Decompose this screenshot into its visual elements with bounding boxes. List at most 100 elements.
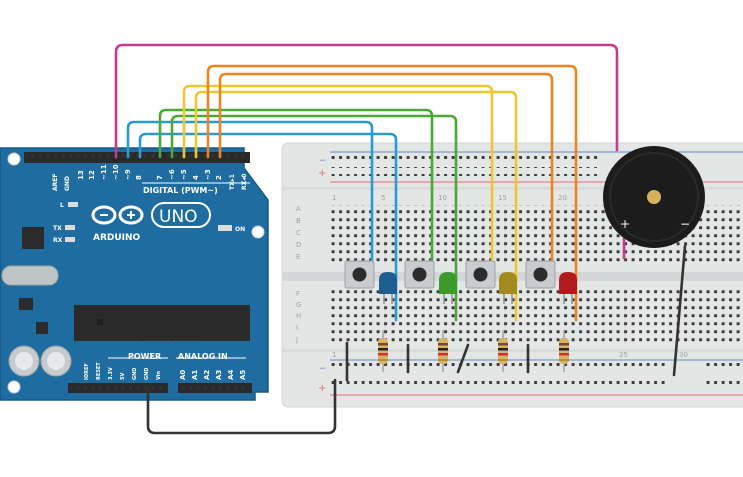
pin-label-4: 4 <box>192 175 200 180</box>
led-yellow[interactable] <box>499 272 517 304</box>
led-green[interactable] <box>439 272 457 304</box>
bottom-rail-plus-sign: + <box>318 383 326 394</box>
pin-label-9: ~9 <box>124 169 132 180</box>
pin-label-12: 12 <box>88 170 96 180</box>
wire-orange-pin3[interactable] <box>206 64 578 322</box>
pin-label-gnd-1: GND <box>132 368 138 380</box>
led-label-on: ON <box>235 226 245 233</box>
push-button-4[interactable] <box>525 260 556 289</box>
row-label-b: B <box>296 217 301 225</box>
push-button-1[interactable] <box>344 260 375 289</box>
atmega-notch <box>97 319 103 325</box>
pin-label-a2: A2 <box>203 370 211 380</box>
led-label-rx: RX <box>53 237 63 244</box>
power-label: POWER <box>128 352 161 361</box>
wire-black-buzzer-gnd[interactable] <box>672 244 687 377</box>
pin-label-a4: A4 <box>227 370 235 380</box>
digital-header-holes <box>26 154 248 161</box>
resistor-1[interactable] <box>378 330 388 372</box>
arduino-logo <box>91 205 144 225</box>
pin-label-3v3: 3.3V <box>108 367 114 380</box>
leds <box>379 272 577 304</box>
analog-label: ANALOG IN <box>178 352 228 361</box>
wire-green-pin7[interactable] <box>158 108 434 264</box>
resistor-2[interactable] <box>438 330 448 372</box>
push-button-3[interactable] <box>465 260 496 289</box>
pin-label-2: 2 <box>215 175 223 180</box>
row-label-i: I <box>296 324 298 332</box>
arduino-brand-label: ARDUINO <box>93 233 141 243</box>
atmega-pins-top <box>78 303 246 306</box>
led-on <box>218 225 232 231</box>
pin-label-vin: Vin <box>156 371 162 380</box>
pin-label-10: ~10 <box>112 164 120 180</box>
wire-blue-pin9[interactable] <box>126 120 374 264</box>
pin-label-5: ~5 <box>180 169 188 180</box>
pin-label-reset: RESET <box>96 362 102 380</box>
resistor-3[interactable] <box>498 330 508 372</box>
pin-label-a3: A3 <box>215 370 223 380</box>
power-header-holes <box>70 385 166 391</box>
uno-badge <box>151 202 211 228</box>
crystal <box>1 265 59 286</box>
wire-green-pin6[interactable] <box>170 114 458 322</box>
bottom-rail-minus-holes-3 <box>705 363 743 372</box>
bottom-rail-minus-holes-2 <box>620 363 666 372</box>
top-rail-plus-holes <box>330 167 600 176</box>
capacitor-1 <box>8 345 40 377</box>
push-button-2[interactable] <box>404 260 435 289</box>
atmega-chip <box>74 305 250 341</box>
led-blue[interactable] <box>379 272 397 304</box>
row-label-e: E <box>296 253 300 261</box>
column-number-bottom-25: 25 <box>619 351 628 359</box>
pin-label-7: 7 <box>156 175 164 180</box>
wire-black-gnd[interactable] <box>146 378 337 435</box>
pin-label-aref: AREF <box>52 174 59 191</box>
pin-label-11: ~11 <box>100 164 108 180</box>
column-numbers: 1 5 10 15 20 1 25 30 <box>332 194 688 359</box>
pin-label-8: 8 <box>135 175 143 180</box>
arduino-uno-board[interactable]: AREF GND 13 12 ~11 ~10 ~9 8 7 ~6 ~5 4 ~3… <box>0 147 269 401</box>
wire-orange-pin2[interactable] <box>218 72 554 264</box>
led-label-tx: TX <box>53 225 62 232</box>
pin-label-gnd: GND <box>64 176 71 191</box>
column-number-top-15: 15 <box>498 194 507 202</box>
wires <box>114 43 687 435</box>
pin-label-a1: A1 <box>191 370 199 380</box>
wire-yellow-pin4[interactable] <box>194 90 518 322</box>
pin-label-5v: 5V <box>120 373 126 380</box>
row-label-d: D <box>296 241 301 249</box>
resistor-4[interactable] <box>559 330 569 372</box>
row-label-f: F <box>296 290 300 298</box>
top-rail-minus-holes <box>330 153 600 162</box>
digital-label: DIGITAL (PWM~) <box>143 186 218 195</box>
column-number-top-5: 5 <box>381 194 385 202</box>
row-label-j: J <box>295 336 298 344</box>
pin-label-rx0: RX◂0 <box>241 174 248 190</box>
usb-chip <box>22 227 44 249</box>
column-number-top-10: 10 <box>438 194 447 202</box>
wire-black-jumper-3[interactable] <box>456 343 470 374</box>
row-label-c: C <box>296 229 301 237</box>
led-red[interactable] <box>559 272 577 304</box>
bottom-rail-minus-holes <box>330 363 620 372</box>
top-rail-minus-sign: − <box>319 156 327 166</box>
regulator <box>19 298 33 310</box>
bottom-rail-plus-holes <box>330 378 620 387</box>
pin-label-ioref: IOREF <box>84 363 90 380</box>
piezo-buzzer[interactable]: + − <box>603 146 705 248</box>
row-labels: A B C D E F G H I J <box>295 205 301 344</box>
pin-label-13: 13 <box>77 170 85 180</box>
pin-label-a0: A0 <box>179 370 187 380</box>
wire-blue-pin8[interactable] <box>138 132 398 322</box>
buzzer-plus-label: + <box>620 217 630 231</box>
pin-label-3: ~3 <box>204 169 212 180</box>
column-number-top-20: 20 <box>558 194 567 202</box>
wire-magenta-pin10-to-buzzer[interactable] <box>114 43 619 159</box>
row-label-h: H <box>296 312 301 320</box>
breadboard-bottom-rail-separator <box>282 349 743 352</box>
small-ic <box>36 322 48 334</box>
wire-yellow-pin5[interactable] <box>182 84 494 264</box>
top-rail-plus-sign: + <box>318 168 326 179</box>
